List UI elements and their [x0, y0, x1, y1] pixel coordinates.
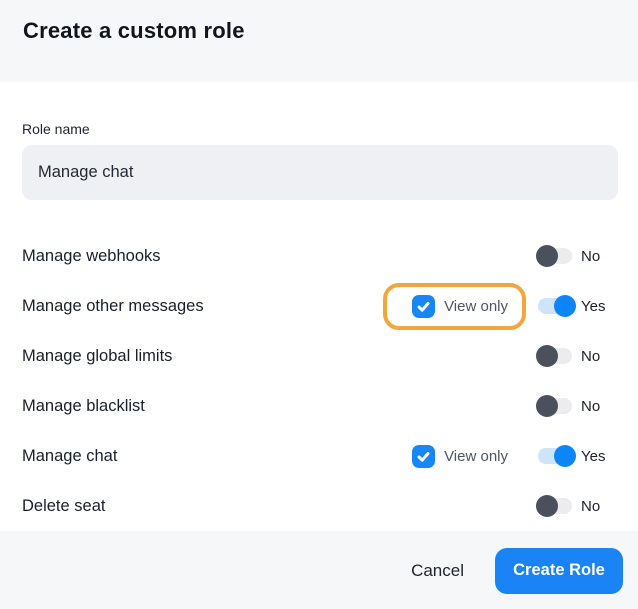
toggle-knob-icon [536, 395, 558, 417]
toggle-state-label: Yes [581, 447, 606, 465]
dialog-title: Create a custom role [23, 18, 245, 43]
permission-controls: No [536, 245, 616, 267]
view-only-group: View only [412, 444, 508, 468]
toggle-knob-icon [536, 345, 558, 367]
permission-row-manage-global-limits: Manage global limits No [22, 331, 616, 381]
view-only-group: View only [412, 294, 508, 318]
permission-row-manage-blacklist: Manage blacklist No [22, 381, 616, 431]
toggle-state-label: Yes [581, 297, 606, 315]
permission-row-manage-webhooks: Manage webhooks No [22, 231, 616, 281]
toggle-state-label: No [581, 247, 601, 265]
permission-label: Delete seat [22, 496, 106, 515]
permission-label: Manage other messages [22, 296, 204, 315]
dialog-footer: Cancel Create Role [0, 531, 638, 609]
toggle-switch[interactable] [536, 395, 572, 417]
permission-row-manage-chat: Manage chat View only Yes [22, 431, 616, 481]
view-only-label: View only [444, 447, 508, 465]
toggle-cluster: No [536, 495, 616, 517]
permission-controls: No [536, 395, 616, 417]
permission-row-manage-other-messages: Manage other messages View only [22, 281, 616, 331]
permission-row-delete-seat: Delete seat No [22, 481, 616, 531]
toggle-cluster: Yes [538, 445, 616, 467]
permission-label: Manage chat [22, 446, 118, 465]
create-role-button[interactable]: Create Role [495, 547, 623, 594]
dialog-body: Role name Manage webhooks No Manage othe… [0, 82, 638, 531]
view-only-checkbox[interactable] [412, 444, 436, 468]
view-only-label: View only [444, 297, 508, 315]
permission-controls: No [536, 495, 616, 517]
toggle-switch[interactable] [536, 495, 572, 517]
toggle-cluster: No [536, 395, 616, 417]
cancel-button[interactable]: Cancel [407, 555, 468, 587]
toggle-knob-icon [554, 295, 576, 317]
permission-controls: No [536, 345, 616, 367]
toggle-switch[interactable] [538, 445, 576, 467]
permission-label: Manage webhooks [22, 246, 161, 265]
toggle-switch[interactable] [536, 245, 572, 267]
permissions-list: Manage webhooks No Manage other messages [22, 231, 616, 531]
dialog-header: Create a custom role [0, 0, 638, 82]
check-icon [417, 451, 430, 462]
toggle-state-label: No [581, 347, 601, 365]
role-name-input[interactable] [22, 145, 618, 200]
permission-controls: View only Yes [412, 444, 616, 468]
toggle-cluster: No [536, 345, 616, 367]
permission-controls: View only Yes [383, 282, 616, 330]
toggle-cluster: No [536, 245, 616, 267]
permission-label: Manage global limits [22, 346, 173, 365]
role-name-label: Role name [22, 121, 90, 137]
toggle-cluster: Yes [538, 295, 616, 317]
permission-label: Manage blacklist [22, 396, 145, 415]
toggle-switch[interactable] [536, 345, 572, 367]
toggle-switch[interactable] [538, 295, 576, 317]
view-only-checkbox[interactable] [412, 294, 436, 318]
toggle-state-label: No [581, 497, 601, 515]
toggle-knob-icon [536, 245, 558, 267]
toggle-state-label: No [581, 397, 601, 415]
toggle-knob-icon [554, 445, 576, 467]
toggle-knob-icon [536, 495, 558, 517]
highlight-ring: View only [383, 282, 526, 330]
check-icon [417, 301, 430, 312]
